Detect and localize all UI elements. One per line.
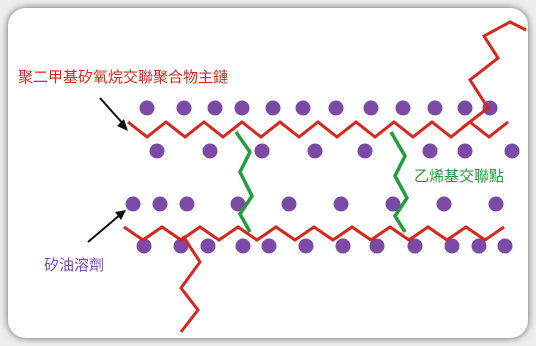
solvent-dot	[488, 196, 504, 212]
solvent-dot	[152, 196, 168, 212]
backbone-arrowhead	[117, 119, 128, 131]
solvent-dot	[281, 196, 297, 212]
solvent-dot	[295, 100, 311, 116]
card-background	[8, 8, 528, 338]
lower-branch-chain	[179, 235, 202, 333]
upper-backbone-chain	[127, 120, 509, 139]
solvent-dot	[333, 196, 349, 212]
solvent-dot	[254, 143, 270, 159]
solvent-dot	[179, 196, 195, 212]
solvent-dot	[261, 238, 277, 254]
solvent-dot	[235, 238, 251, 254]
solvent-dot	[202, 143, 218, 159]
solvent-dot	[307, 143, 323, 159]
upper-branch-chain	[461, 20, 527, 130]
polymer-backbone-label: 聚二甲基矽氧烷交聯聚合物主鏈	[18, 68, 229, 86]
solvent-dot	[385, 196, 401, 212]
solvent-dot	[125, 196, 141, 212]
vinyl-crosslink-label: 乙烯基交聯點	[414, 167, 505, 185]
solvent-dot	[363, 100, 379, 116]
solvent-dot	[149, 143, 165, 159]
solvent-dot	[230, 196, 246, 212]
solvent-dot	[457, 143, 473, 159]
silicone-oil-label: 矽油溶劑	[44, 256, 105, 274]
solvent-arrow	[87, 213, 122, 243]
solvent-dot	[369, 238, 385, 254]
solvent-dot	[176, 100, 192, 116]
arrows	[87, 97, 128, 243]
crosslink-left	[234, 130, 255, 233]
solvent-dot	[265, 100, 281, 116]
solvent-dot	[207, 100, 223, 116]
solvent-arrowhead	[115, 210, 126, 220]
solvent-dot	[173, 238, 189, 254]
solvent-dot	[395, 100, 411, 116]
solvent-dot	[328, 100, 344, 116]
solvent-dot	[436, 196, 452, 212]
solvent-dot	[200, 238, 216, 254]
solvent-dot	[234, 100, 250, 116]
solvent-dot	[335, 238, 351, 254]
solvent-dot	[457, 100, 473, 116]
backbone-arrow	[99, 97, 126, 127]
solvent-dot	[444, 238, 460, 254]
solvent-dot	[497, 238, 513, 254]
crosslink-right	[389, 131, 410, 233]
solvent-dot	[136, 238, 152, 254]
crosslinks	[234, 130, 410, 233]
solvent-dot	[427, 100, 443, 116]
solvent-dot	[504, 143, 520, 159]
solvent-dot	[357, 143, 373, 159]
solvent-molecules	[125, 100, 520, 254]
polymer-chains	[123, 20, 527, 333]
solvent-dot	[298, 238, 314, 254]
solvent-dot	[422, 143, 438, 159]
lower-backbone-chain	[123, 225, 505, 242]
solvent-dot	[471, 238, 487, 254]
solvent-dot	[407, 238, 423, 254]
solvent-dot	[139, 100, 155, 116]
